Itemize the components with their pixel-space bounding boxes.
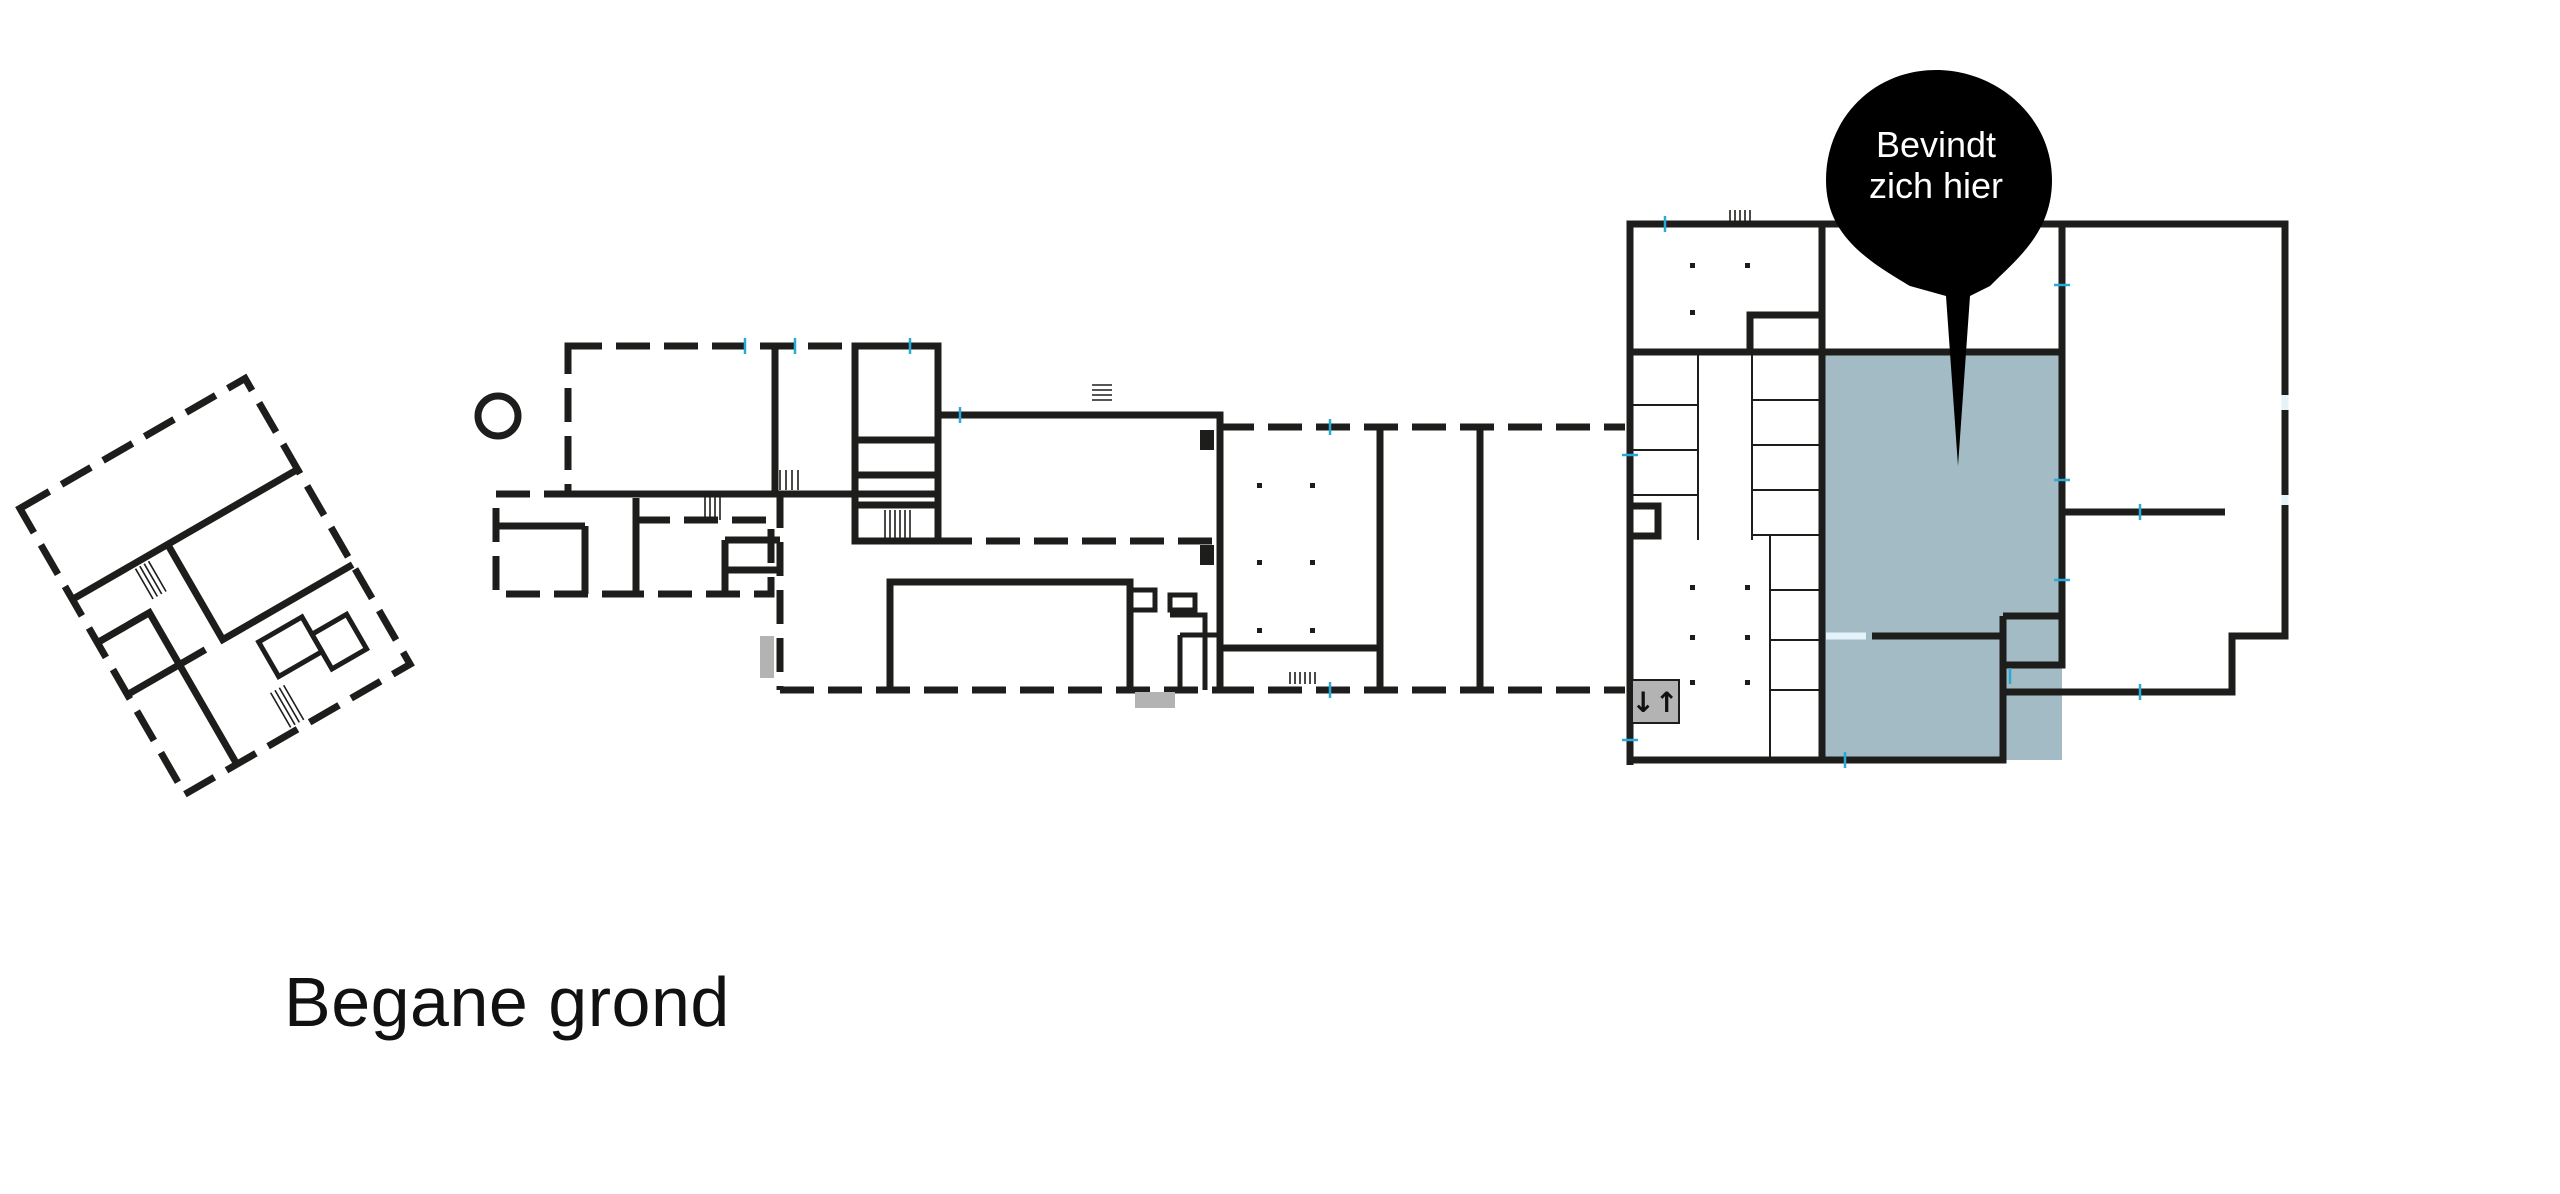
elevator-arrows-icon: ↓↑ xyxy=(1632,686,1679,719)
elevator: ↓↑ xyxy=(1631,679,1680,724)
right-wing xyxy=(1626,210,2289,765)
stair-landing xyxy=(1135,692,1175,708)
location-label-line2: zich hier xyxy=(1868,165,2004,206)
entrance-circle-icon xyxy=(474,392,522,440)
map-pin-icon xyxy=(1826,70,2052,466)
left-wing xyxy=(492,342,1224,708)
detached-building xyxy=(15,373,415,800)
highlighted-room xyxy=(1822,352,2062,760)
stair-landing xyxy=(760,636,774,678)
floor-title: Begane grond xyxy=(284,963,730,1041)
location-label: Bevindt zich hier xyxy=(1786,124,2086,206)
doors xyxy=(743,216,2142,768)
middle-halls xyxy=(1220,423,1625,694)
location-label-line1: Bevindt xyxy=(1875,124,1997,165)
windows xyxy=(1826,395,2289,640)
